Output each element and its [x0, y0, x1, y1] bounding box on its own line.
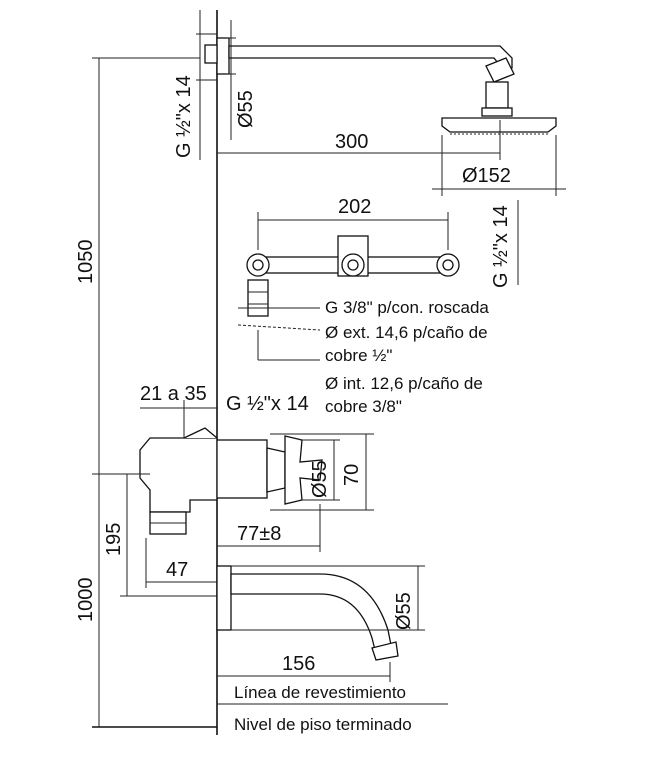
head-neck: [485, 81, 509, 109]
spacing-label: 195: [103, 523, 125, 556]
int-pipe-note-line1: Ø int. 12,6 p/caño de: [325, 374, 483, 393]
arm-joint: [485, 57, 515, 83]
total-height-label: 1050: [75, 240, 97, 285]
wall-line-legend: Línea de revestimiento: [234, 683, 406, 702]
head-diameter-label: Ø152: [462, 165, 511, 187]
spout-flange: [216, 565, 232, 631]
inlet-offset-label: 47: [166, 559, 188, 581]
spout: [230, 573, 393, 655]
mixer-group: [139, 427, 323, 535]
ext-pipe-note-line1: Ø ext. 14,6 p/caño de: [325, 323, 488, 342]
arm-nut: [204, 44, 218, 64]
shower-arm: [228, 45, 513, 69]
wall-range-label: 21 a 35: [140, 383, 207, 405]
spout-length-label: 156: [282, 653, 315, 675]
handle-diameter-label: Ø55: [309, 460, 331, 498]
mixer-depth-label: 77±8: [237, 523, 281, 545]
mixer-bonnet: [266, 447, 286, 493]
handle-height-label: 70: [341, 464, 363, 486]
valve-fitting: [247, 279, 269, 317]
bar-width-label: 202: [338, 196, 371, 218]
spout-diameter-label: Ø55: [393, 592, 415, 630]
arm-length-label: 300: [335, 131, 368, 153]
connection-thread-note: G 3/8" p/con. roscada: [325, 298, 489, 317]
head-collar: [481, 107, 513, 117]
shower-arm-group: [196, 33, 557, 135]
ext-pipe-note-line2: cobre ½": [325, 346, 392, 365]
int-pipe-note-line2: cobre 3/8": [325, 397, 402, 416]
mixer-body: [139, 437, 218, 513]
cross-handle: [284, 435, 323, 505]
floor-line-legend: Nivel de piso terminado: [234, 715, 412, 734]
shower-head: [441, 117, 557, 133]
flange-diameter-label: Ø55: [235, 90, 257, 128]
mixer-cylinder: [216, 439, 268, 499]
spout-group: [216, 565, 399, 661]
arm-flange: [216, 37, 230, 75]
valve-bar-group: [246, 235, 460, 317]
floor-height-label: 1000: [75, 578, 97, 623]
mixer-thread-label: G ½"x 14: [226, 393, 309, 415]
arm-thread-label: G ½"x 14: [173, 75, 195, 158]
head-thread-label: G ½"x 14: [490, 205, 512, 288]
